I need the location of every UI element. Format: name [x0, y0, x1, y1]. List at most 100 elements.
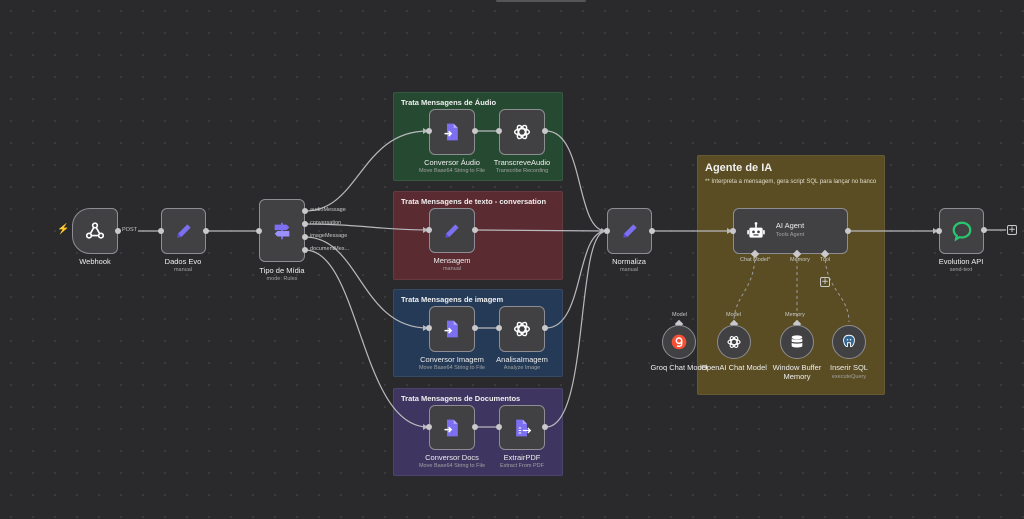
- node-subtitle: send-text: [949, 267, 973, 273]
- input-port[interactable]: [426, 128, 432, 134]
- node-dados-evo[interactable]: [161, 208, 206, 254]
- group-trata-texto[interactable]: Trata Mensagens de texto - conversation: [393, 191, 563, 280]
- node-tipo-de-midia[interactable]: [259, 199, 305, 262]
- input-port[interactable]: [256, 228, 262, 234]
- node-subtitle: manual: [442, 266, 462, 272]
- add-tool-button[interactable]: +: [820, 277, 830, 287]
- output-port[interactable]: [115, 228, 121, 234]
- output-port-conversation[interactable]: [302, 221, 308, 227]
- input-port[interactable]: [158, 228, 164, 234]
- output-label: audioMessage: [310, 207, 346, 213]
- chat-bubble-icon: [952, 221, 971, 242]
- node-inserir-sql[interactable]: [832, 325, 866, 359]
- output-port[interactable]: [981, 227, 987, 233]
- edge-arrow: [933, 228, 938, 234]
- group-title: Agente de IA: [705, 162, 773, 174]
- node-subtitle: Analyze Image: [503, 365, 541, 371]
- output-port[interactable]: [845, 228, 851, 234]
- output-port-document[interactable]: [302, 247, 308, 253]
- output-label: imageMessage: [310, 233, 348, 239]
- edge-label-post: POST: [121, 227, 138, 233]
- edge-arrow: [601, 228, 606, 234]
- node-label: Conversor Imagem: [420, 355, 484, 364]
- node-label-line2: Memory: [783, 372, 811, 381]
- node-evolution-api[interactable]: [939, 208, 984, 254]
- node-ai-agent[interactable]: [733, 208, 848, 254]
- node-label: Window Buffer: [772, 363, 822, 372]
- input-port[interactable]: [496, 424, 502, 430]
- port-label: Model: [726, 312, 741, 318]
- edge-document: [304, 249, 429, 428]
- edge-arrow: [727, 228, 732, 234]
- node-label: ExtrairPDF: [503, 453, 541, 462]
- node-webhook[interactable]: [72, 208, 118, 254]
- file-extract-icon: [516, 419, 532, 436]
- group-title: Trata Mensagens de Documentos: [401, 394, 521, 403]
- node-label: Conversor Áudio: [424, 158, 480, 167]
- node-openai-chat-model[interactable]: [717, 325, 751, 359]
- edge-arrow: [423, 325, 428, 331]
- output-port-audio[interactable]: [302, 208, 308, 214]
- output-port-image[interactable]: [302, 234, 308, 240]
- input-port[interactable]: [496, 128, 502, 134]
- edge-conversation: [304, 223, 429, 231]
- node-transcreve-audio[interactable]: [499, 109, 545, 155]
- node-label: Normaliza: [612, 257, 646, 266]
- output-port[interactable]: [203, 228, 209, 234]
- node-subtitle: Move Base64 String to File: [418, 365, 486, 371]
- signpost-icon: [274, 222, 290, 239]
- input-port[interactable]: [604, 228, 610, 234]
- edge-image: [304, 236, 429, 329]
- node-analisa-imagem[interactable]: [499, 306, 545, 352]
- trigger-bolt-icon: ⚡: [57, 224, 70, 235]
- node-subtitle: manual: [619, 267, 639, 273]
- input-port[interactable]: [496, 325, 502, 331]
- node-normaliza[interactable]: [607, 208, 652, 254]
- groq-icon: [671, 334, 687, 350]
- node-conversor-docs[interactable]: [429, 405, 475, 450]
- node-label: AnalisaImagem: [496, 355, 548, 364]
- output-port[interactable]: [542, 128, 548, 134]
- node-label: Mensagem: [433, 256, 471, 265]
- edge-arrow: [423, 424, 428, 430]
- group-trata-audio[interactable]: Trata Mensagens de Áudio: [393, 92, 563, 181]
- output-port[interactable]: [542, 424, 548, 430]
- node-subtitle: manual: [173, 267, 193, 273]
- input-label: Chat Model*: [740, 257, 771, 263]
- edge-audio: [304, 130, 429, 212]
- input-port[interactable]: [426, 424, 432, 430]
- webhook-icon: [85, 222, 105, 239]
- output-port[interactable]: [542, 325, 548, 331]
- node-label: Tipo de Mídia: [259, 266, 305, 275]
- add-node-button[interactable]: +: [1007, 225, 1017, 235]
- output-port[interactable]: [649, 228, 655, 234]
- pencil-icon: [445, 223, 459, 238]
- node-window-buffer-memory[interactable]: [780, 325, 814, 359]
- node-conversor-audio[interactable]: [429, 109, 475, 155]
- group-title: Trata Mensagens de texto - conversation: [401, 197, 547, 206]
- node-mensagem[interactable]: [429, 208, 475, 253]
- input-port[interactable]: [426, 227, 432, 233]
- output-port[interactable]: [472, 325, 478, 331]
- input-label: Memory: [790, 257, 810, 263]
- node-label: Evolution API: [938, 257, 984, 266]
- node-conversor-imagem[interactable]: [429, 306, 475, 352]
- input-port[interactable]: [426, 325, 432, 331]
- input-port[interactable]: [730, 228, 736, 234]
- output-port[interactable]: [472, 128, 478, 134]
- output-port[interactable]: [472, 424, 478, 430]
- input-port[interactable]: [936, 228, 942, 234]
- output-port[interactable]: [472, 227, 478, 233]
- edge-arrow: [423, 227, 428, 233]
- top-drag-handle[interactable]: [496, 0, 586, 2]
- openai-icon: [727, 336, 741, 348]
- node-groq-chat-model[interactable]: [662, 325, 696, 359]
- node-subtitle: Extract From PDF: [499, 463, 545, 469]
- port-label: Model: [672, 312, 687, 318]
- openai-icon: [513, 321, 531, 337]
- node-extrair-pdf[interactable]: [499, 405, 545, 450]
- group-title: Trata Mensagens de imagem: [401, 295, 504, 304]
- node-label: Groq Chat Model: [650, 363, 708, 372]
